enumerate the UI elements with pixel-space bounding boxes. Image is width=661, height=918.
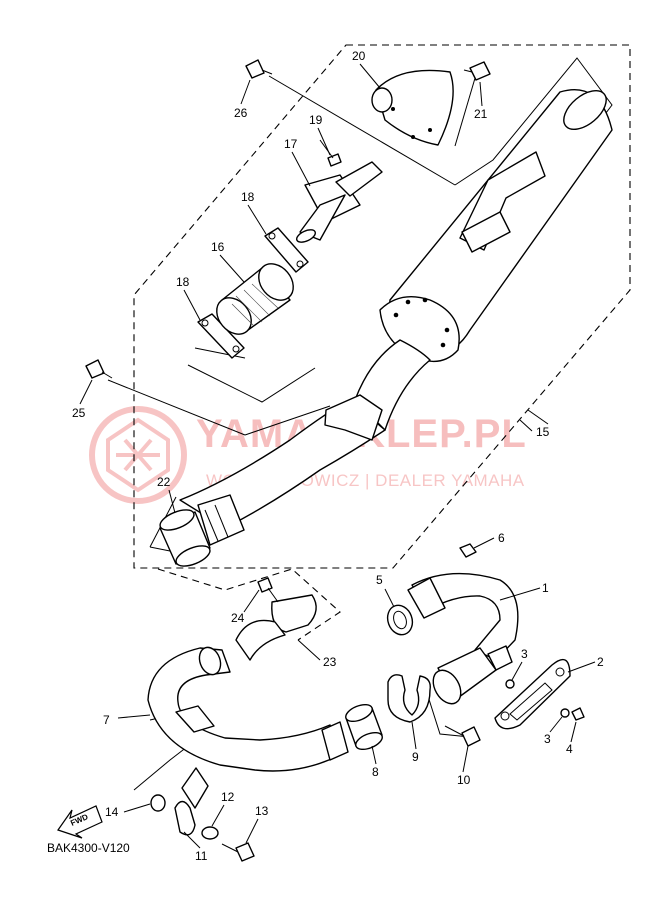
- part-22-pipe-joint: [159, 509, 211, 567]
- callout-18a: 18: [241, 190, 255, 204]
- part-25-bolt: [85, 359, 113, 379]
- callout-2: 2: [597, 655, 604, 669]
- part-15-muffler: [179, 88, 613, 546]
- callout-13: 13: [255, 804, 269, 818]
- diagram-code: BAK4300-V120: [47, 841, 130, 855]
- part-3-collar: [505, 679, 570, 718]
- callout-8: 8: [372, 765, 379, 779]
- callout-12: 12: [221, 790, 235, 804]
- callout-17: 17: [284, 137, 298, 151]
- part-19-screw: [319, 139, 342, 167]
- joint-outline: [157, 568, 341, 641]
- callout-26: 26: [234, 106, 248, 120]
- part-10-bolt: [444, 725, 481, 747]
- part-7-front-pipe: [147, 646, 349, 772]
- callout-11: 11: [195, 849, 208, 863]
- callout-15: 15: [536, 425, 550, 439]
- callout-7: 7: [103, 713, 110, 727]
- part-18-gasket-upper: [264, 227, 309, 273]
- callout-21: 21: [474, 107, 488, 121]
- part-20-end-cap: [371, 69, 454, 146]
- part-6-nut: [459, 543, 477, 558]
- part-24-bolt: [257, 577, 279, 603]
- part-17-inner-pipe: [295, 161, 383, 243]
- callout-10: 10: [457, 773, 471, 787]
- callout-20: 20: [352, 49, 366, 63]
- callout-14: 14: [105, 805, 119, 819]
- part-2-bracket: [494, 658, 571, 730]
- part-8-sleeve: [345, 703, 383, 751]
- part-18-gasket-lower: [197, 313, 245, 359]
- callout-1: 1: [542, 581, 549, 595]
- callout-22: 22: [157, 475, 171, 489]
- callout-16: 16: [211, 240, 225, 254]
- callout-9: 9: [412, 750, 419, 764]
- callout-23: 23: [323, 655, 337, 669]
- callout-4: 4: [566, 742, 573, 756]
- part-14-damper: [150, 794, 166, 812]
- callout-leaders: [79, 63, 596, 849]
- callout-3b: 3: [544, 732, 551, 746]
- part-23-clamp: [235, 594, 317, 661]
- watermark-logo-icon: [89, 406, 187, 504]
- part-21-bolt: [463, 61, 491, 81]
- part-12-collar: [201, 826, 219, 840]
- callout-6: 6: [498, 531, 505, 545]
- part-4-bolt: [571, 707, 585, 721]
- callout-5: 5: [376, 573, 383, 587]
- part-9-clamp: [387, 674, 431, 723]
- muffler-assembly-outline: [133, 44, 631, 569]
- part-11-bracket: [174, 767, 209, 836]
- part-26-bolt: [245, 59, 273, 79]
- callout-labels: 1 2 3 3 4 5 6 7 8 9 10 11 12 13 14 15 16…: [72, 49, 604, 863]
- callout-18b: 18: [176, 275, 190, 289]
- fwd-arrow-icon: FWD: [57, 805, 103, 839]
- part-13-bolt: [221, 842, 255, 862]
- callout-3a: 3: [521, 647, 528, 661]
- callout-19: 19: [309, 113, 323, 127]
- callout-25: 25: [72, 406, 86, 420]
- part-5-gasket: [386, 604, 414, 636]
- callout-24: 24: [231, 611, 245, 625]
- assembly-outlines: [133, 44, 631, 641]
- part-1-header-pipe: [407, 572, 519, 705]
- part-16-spark-arrester: [216, 263, 294, 335]
